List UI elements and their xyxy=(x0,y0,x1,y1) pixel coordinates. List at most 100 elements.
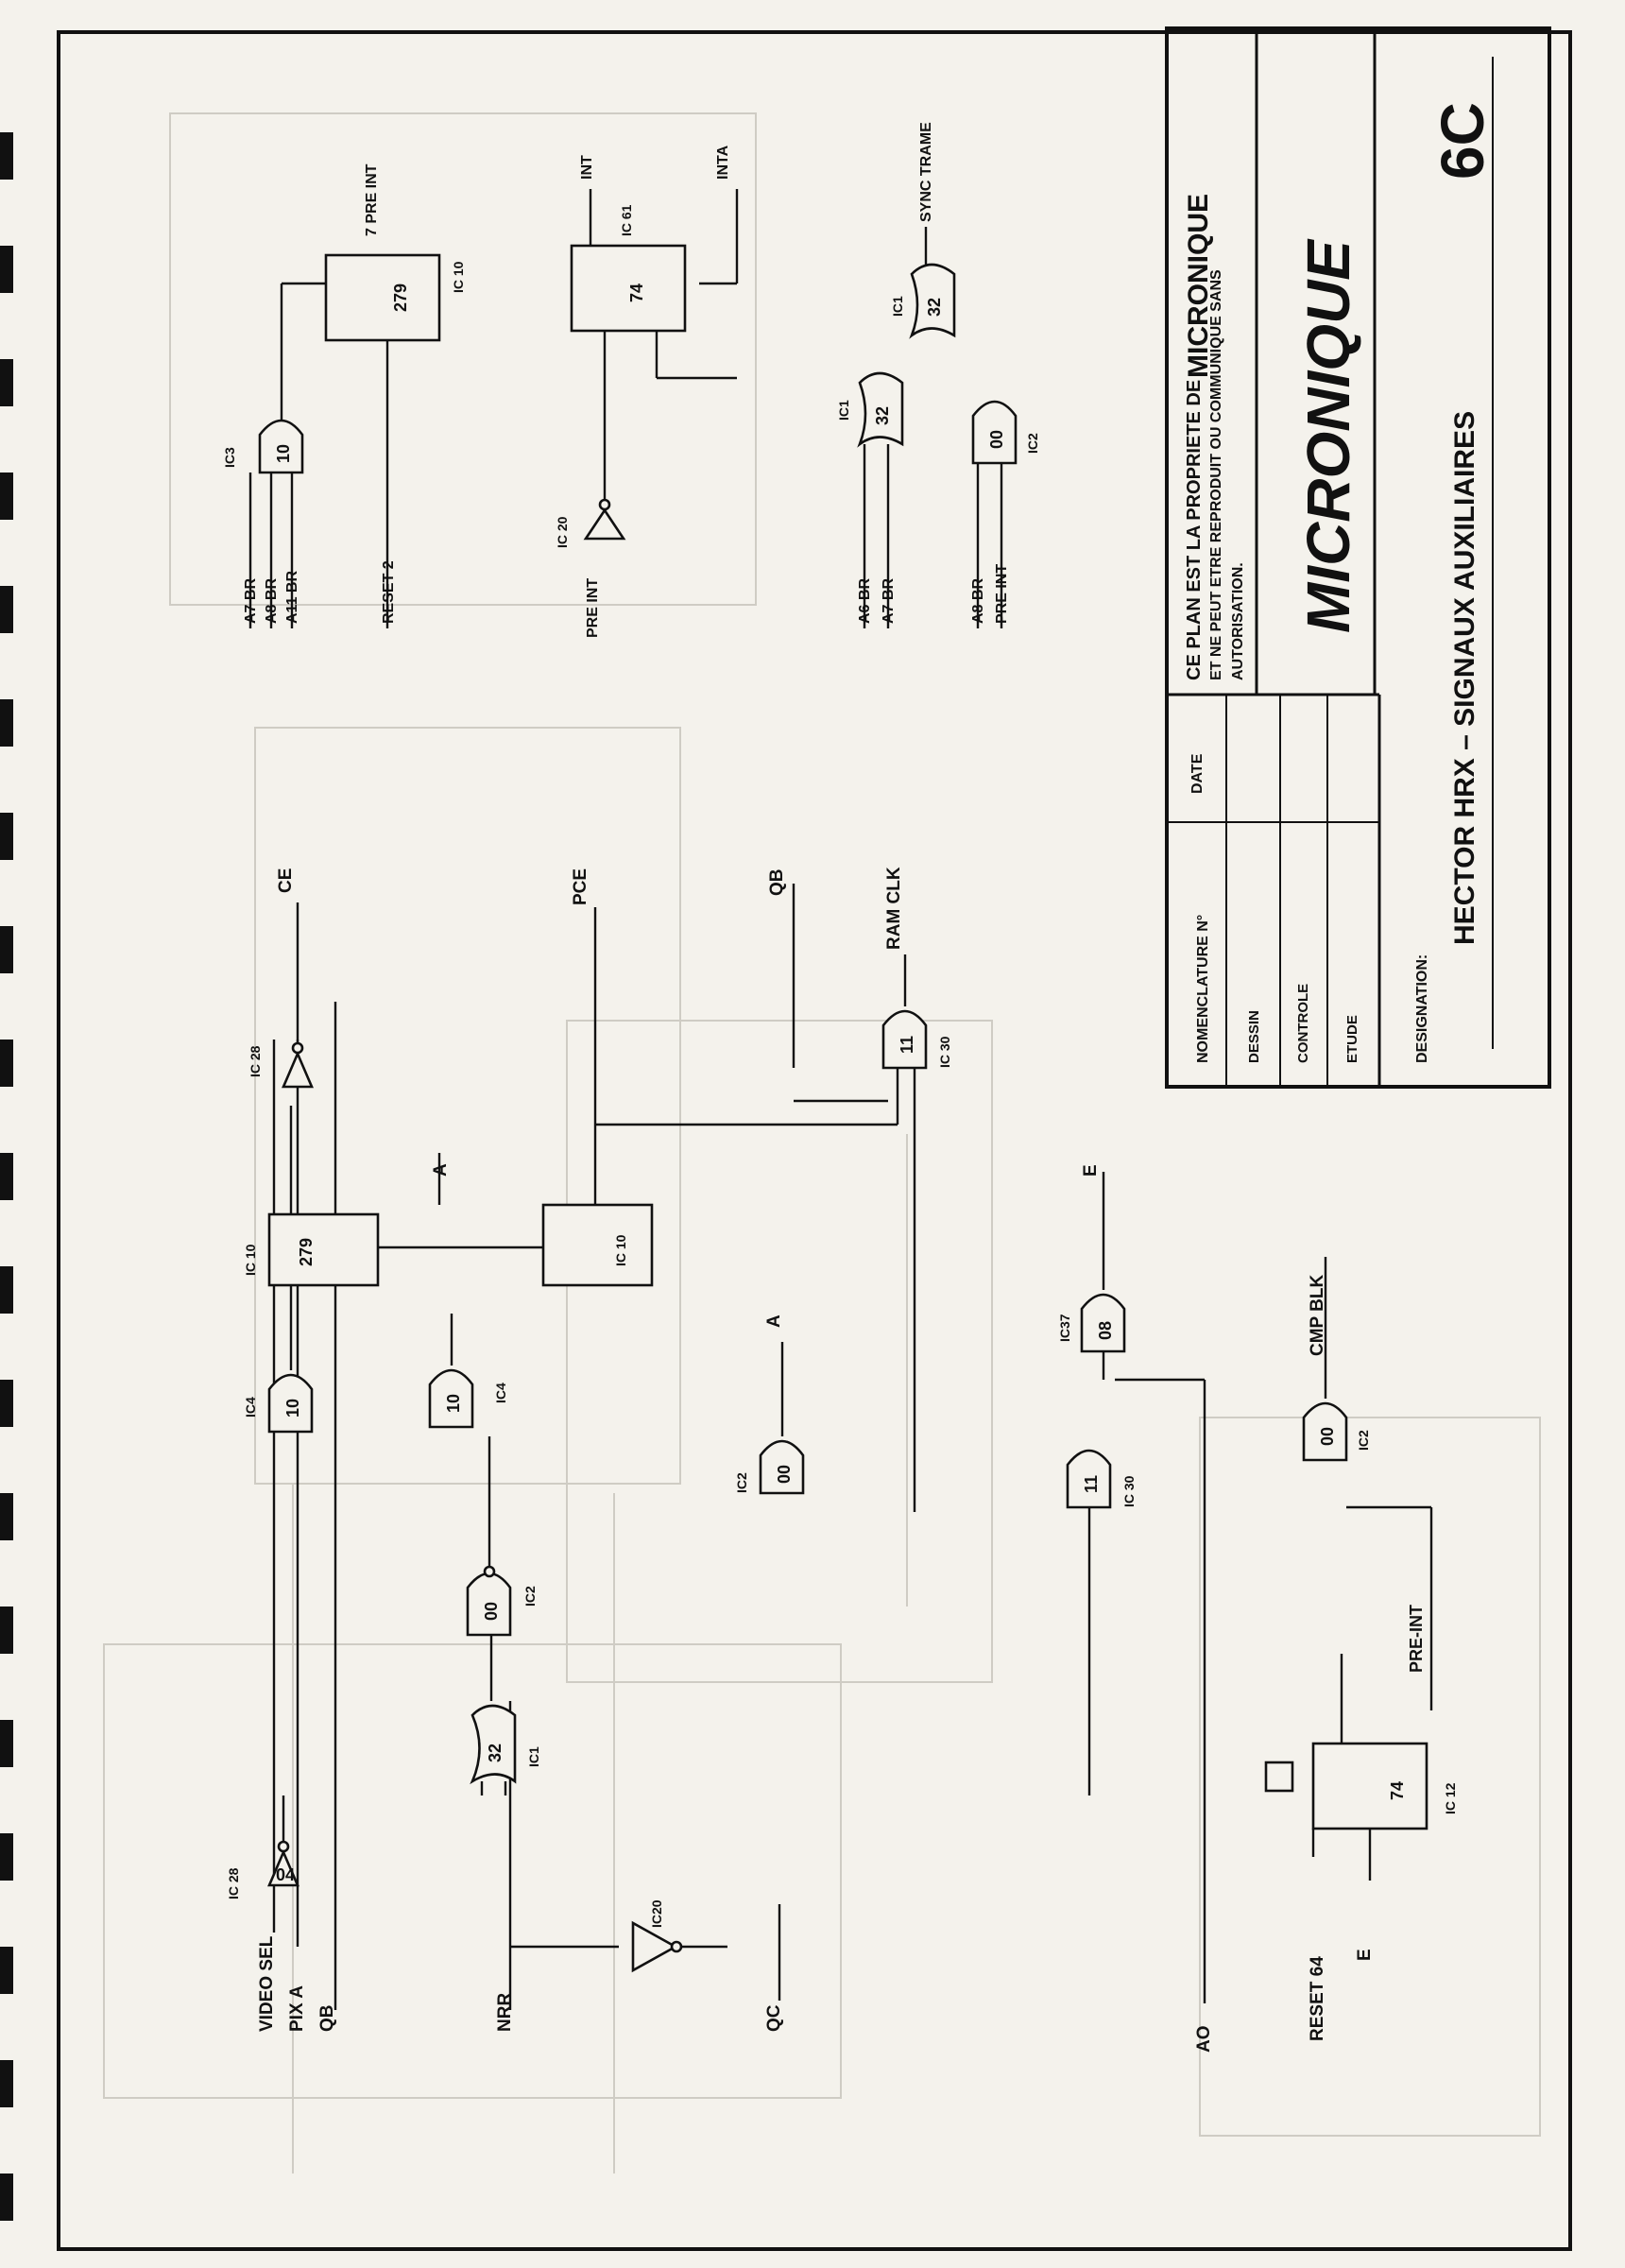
ic-label-ic3: IC3 xyxy=(222,447,237,468)
sheet-title: HECTOR HRX – SIGNAUX AUXILIAIRES xyxy=(1449,411,1480,945)
controle-label: CONTROLE xyxy=(1295,984,1311,1063)
label-qc: QC xyxy=(764,2004,784,2032)
label-pre-int-mid: PRE INT xyxy=(585,578,601,638)
label-e-upper: E xyxy=(1081,1164,1101,1177)
ic-label-ic10-upper: IC 10 xyxy=(243,1244,258,1276)
ic-label-ic37: IC37 xyxy=(1057,1314,1072,1342)
ic-label-ic20-top: IC 20 xyxy=(555,516,570,548)
gate-type-32-ic1-a: 32 xyxy=(873,406,892,425)
nand-gate-ic4-lower: 10 IC4 xyxy=(428,1314,508,1429)
ic-label-ic10-top: IC 10 xyxy=(451,261,466,293)
left-signal-labels: VIDEO SEL PIX A QB NRR QC AO RESET 64 E xyxy=(257,1935,1375,2053)
or-gate-ic1-left: 32 IC1 xyxy=(470,1635,541,1796)
etude-label: ETUDE xyxy=(1344,1015,1360,1063)
and-gate-ic30-ramclk: 11 IC 30 RAM CLK QB xyxy=(595,867,952,1512)
or-gate-ic1-b: 32 IC1 xyxy=(890,263,956,339)
designation-label: DESIGNATION: xyxy=(1414,954,1430,1063)
and-gate-ic37: 08 IC37 E xyxy=(1057,1164,1205,1796)
flip-flop-ic12: 74 IC 12 xyxy=(1264,1654,1458,1881)
label-cmp-blk: CMP BLK xyxy=(1308,1275,1327,1356)
label-a-lower: A xyxy=(764,1314,784,1328)
label-ram-clk: RAM CLK xyxy=(884,867,904,950)
ic-label-ic12: IC 12 xyxy=(1443,1782,1458,1814)
gate-type-00-left: 00 xyxy=(482,1602,501,1621)
ic-label-ic30-lower: IC 30 xyxy=(1121,1475,1137,1507)
date-label: DATE xyxy=(1189,753,1206,794)
dessin-label: DESSIN xyxy=(1246,1010,1262,1063)
label-qb-right: QB xyxy=(767,869,787,897)
label-a-upper: A xyxy=(431,1163,451,1177)
label-int: INT xyxy=(579,155,595,180)
ic-label-ic1-b: IC1 xyxy=(890,296,905,317)
ic-label-ic10-lower: IC 10 xyxy=(613,1234,628,1266)
company-logo: MICRONIQUE xyxy=(1294,238,1362,633)
label-sync-trame: SYNC TRAME xyxy=(918,122,934,222)
gate-type-32-ic1-b: 32 xyxy=(925,298,944,317)
title-block: CE PLAN EST LA PROPRIETE DE MICRONIQUE E… xyxy=(1165,26,1551,1089)
gate-type-10-upper: 10 xyxy=(283,1399,302,1418)
nand-gate-ic2-lower: 00 IC2 A xyxy=(734,1314,805,1495)
flip-flop-74-ic12: 74 xyxy=(1388,1781,1407,1800)
nand-gate-ic2-right: 00 IC2 xyxy=(971,400,1040,465)
ic-label-ic30-ramclk: IC 30 xyxy=(937,1036,952,1068)
ic-label-ic2-lower: IC2 xyxy=(734,1472,749,1493)
nomenclature-label: NOMENCLATURE N° xyxy=(1195,915,1211,1063)
label-qb-left: QB xyxy=(317,2005,337,2033)
ic-label-ic28-bottom: IC 28 xyxy=(226,1867,241,1899)
input-bus xyxy=(272,1002,1206,2010)
gate-type-04: 04 xyxy=(276,1865,295,1884)
gate-type-11-lower: 11 xyxy=(1082,1475,1101,1493)
label-reset-64: RESET 64 xyxy=(1308,1956,1327,2041)
inverter-ic28-bottom: 04 IC 28 xyxy=(226,1796,299,1899)
label-e-bottom: E xyxy=(1355,1949,1375,1961)
rs-latch-ic10-top: 279 IC 10 xyxy=(324,253,466,342)
binding-holes xyxy=(0,132,13,2221)
inverter-ic28-upper: IC 28 CE xyxy=(248,868,314,1089)
ic-label-ic61: IC 61 xyxy=(619,204,634,236)
ic-label-ic1-a: IC1 xyxy=(836,400,851,421)
flip-flop-ic61: 74 IC 61 xyxy=(570,204,687,333)
upper-right-wires xyxy=(248,189,1003,628)
show-through-ghost xyxy=(103,112,1541,2174)
label-reset-2: RESET 2 xyxy=(381,560,397,624)
ic-label-ic4-upper: IC4 xyxy=(243,1397,258,1418)
or-gate-ic1-a: 32 IC1 xyxy=(836,371,904,448)
ownership-line2: ET NE PEUT ETRE REPRODUIT OU COMMUNIQUE … xyxy=(1208,269,1224,680)
label-video-sel: VIDEO SEL xyxy=(257,1935,277,2032)
ic-label-ic2-cmpblk: IC2 xyxy=(1356,1430,1371,1451)
label-a0: AO xyxy=(1194,2026,1214,2053)
ic-label-ic2-right: IC2 xyxy=(1025,433,1040,454)
nand-gate-ic2-left: 00 IC2 xyxy=(466,1436,538,1637)
sheet-border xyxy=(57,30,1572,2251)
ownership-line3: AUTORISATION. xyxy=(1230,562,1246,680)
gate-type-10-ic3: 10 xyxy=(274,444,293,463)
gate-type-00-cmpblk: 00 xyxy=(1318,1427,1337,1446)
latch-279-upper: 279 xyxy=(297,1238,316,1266)
nand-gate-ic3: 10 IC3 xyxy=(222,419,304,474)
label-ce: CE xyxy=(276,868,296,893)
ic-label-ic20-bottom: IC20 xyxy=(649,1899,664,1928)
ic-label-ic4-lower: IC4 xyxy=(493,1383,508,1403)
rs-latch-ic10-upper: 279 IC 10 xyxy=(243,1106,548,1287)
inverter-ic20-top: IC 20 xyxy=(555,498,626,548)
gate-type-08: 08 xyxy=(1096,1321,1115,1340)
flip-flop-74-ic61: 74 xyxy=(627,284,646,302)
gate-type-00-lower: 00 xyxy=(775,1465,794,1484)
gate-type-32-left: 32 xyxy=(486,1744,505,1762)
ic-label-ic2-left: IC2 xyxy=(522,1586,538,1606)
ic-label-ic28-upper: IC 28 xyxy=(248,1045,263,1077)
ic-label-ic1-left: IC1 xyxy=(526,1746,541,1767)
inverter-ic20-bottom: IC20 xyxy=(510,1899,727,1973)
nand-gate-ic2-cmpblk: 00 IC2 CMP BLK PRE-INT xyxy=(1302,1257,1433,1710)
label-pre-int-bottom: PRE-INT xyxy=(1407,1605,1426,1673)
label-nrr: NRR xyxy=(495,1993,515,2032)
gate-type-00-ic2-right: 00 xyxy=(987,430,1006,449)
gate-type-10-lower: 10 xyxy=(444,1394,463,1413)
ownership-brand: MICRONIQUE xyxy=(1183,194,1214,378)
label-pce: PCE xyxy=(571,868,590,905)
label-pre-int-7: 7 PRE INT xyxy=(364,163,380,236)
ownership-line1: CE PLAN EST LA PROPRIETE DE xyxy=(1184,380,1205,680)
sheet-number: 6C xyxy=(1428,102,1497,180)
label-pix-a: PIX A xyxy=(287,1985,307,2032)
